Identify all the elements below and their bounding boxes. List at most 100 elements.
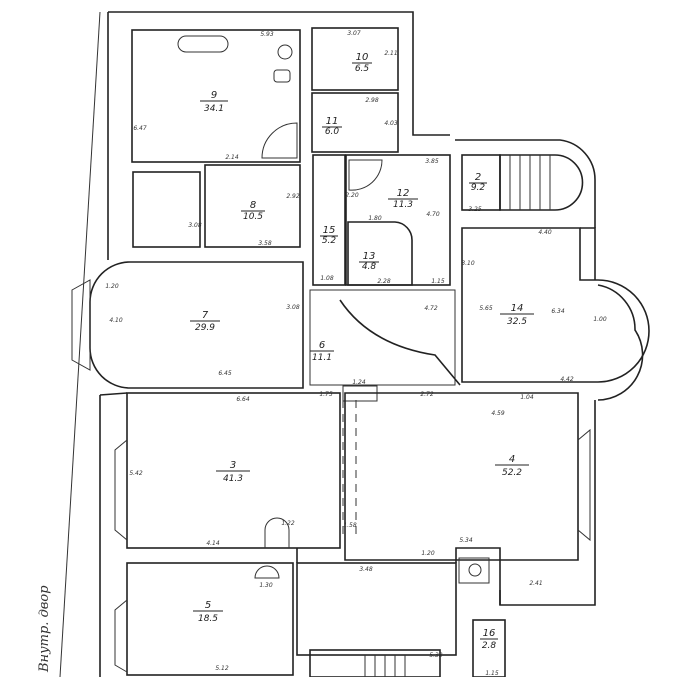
room-area: 32.5 [507,317,527,327]
room-number: 14 [511,303,524,314]
bathtub-icon [177,35,229,53]
room-number: 8 [250,200,256,211]
stove-icon [458,557,490,584]
dimension: 1.20 [421,550,435,557]
dimension: 1.22 [281,520,295,527]
room-number: 7 [202,310,209,321]
room-9 [131,29,301,163]
dimension: 2.41 [529,580,542,587]
sink-icon [277,44,293,60]
dimension: 1.15 [431,278,445,285]
dimension: 1.58 [343,522,357,529]
window-left [114,439,128,541]
room-13 [347,221,413,286]
dimension: 5.33 [429,652,443,659]
dimension: 1.20 [105,283,119,290]
dimension: 1.15 [485,670,499,677]
room-area: 41.3 [223,474,243,484]
dimension: 4.42 [560,376,574,383]
dimension: 2.28 [377,278,391,285]
window-left-lower [114,599,128,673]
room-area: 5.2 [322,236,337,246]
dimension: 4.03 [384,120,398,127]
room-label-fraction-lines [190,62,534,640]
dimension: 1.75 [319,391,333,398]
room-number: 12 [397,188,410,199]
room-8 [204,164,301,248]
bay-window-right [580,227,644,401]
dimension: 5.42 [129,470,143,477]
room-3 [126,392,341,549]
room-number: 15 [323,225,336,236]
room-area: 6.0 [325,127,340,137]
dimension: 3.07 [347,30,361,37]
outer-wall-mid [99,392,596,606]
dimension: 5.12 [215,665,229,672]
room-number: 2 [475,172,481,183]
room-6 [309,289,456,386]
room-area: 52.2 [502,468,522,478]
stove-burner-icon [468,563,482,577]
dimension: 2.72 [420,391,434,398]
room-14 [461,227,650,383]
room-area: 2.8 [482,641,497,651]
site-boundary-line [59,11,101,677]
staircase-upper [499,154,584,211]
dimension: 6.45 [218,370,232,377]
window-right [577,428,591,542]
room-area: 4.8 [362,262,377,272]
shower-icon [261,122,298,159]
dimension: 4.72 [424,305,438,312]
dimension: 2.20 [345,192,359,199]
room-labels: 9 34.1 10 6.5 11 6.0 12 11.3 15 5.2 13 4… [195,52,527,651]
room-number: 10 [356,52,369,63]
dimension: 4.40 [538,229,552,236]
dimension: 6.34 [551,308,565,315]
room-15 [312,154,346,286]
toilet-icon [273,69,291,83]
fireplace-icon [264,517,290,548]
dimension: 2.11 [384,50,397,57]
dimension: 1.80 [368,215,382,222]
room-4 [344,392,579,561]
room-area: 18.5 [198,614,218,624]
room-number: 4 [509,454,515,465]
stair-steps [509,155,551,210]
dimension: 3.08 [286,304,300,311]
dimension: 3.10 [461,260,475,267]
dimension-labels: 5.93 3.07 2.98 4.03 2.11 6.47 2.14 3.58 … [105,30,607,677]
staircase-lower [309,649,441,677]
dimension: 3.25 [468,206,482,213]
bay-window-left [71,279,91,371]
room-closet [132,171,201,248]
stair-steps-lower [364,655,406,677]
dimension: 5.65 [479,305,493,312]
room-number: 9 [211,90,217,101]
dimension: 2.98 [365,97,379,104]
room-area: 9.2 [471,183,486,193]
room-16 [472,619,506,677]
room-hall-lower [296,562,457,656]
outer-wall-top [108,11,450,136]
room-area: 11.1 [312,353,332,363]
dimension: 3.85 [425,158,439,165]
dimension: 6.47 [133,125,147,132]
street-label: Внутр. двор [37,585,52,673]
room-5 [126,562,294,676]
dimension: 5.93 [260,31,274,38]
dimension: 1.30 [259,582,273,589]
room-number: 5 [205,600,211,611]
dimension: 1.08 [320,275,334,282]
dimension: 2.92 [286,193,300,200]
room-area: 10.5 [243,212,263,222]
room-number: 3 [230,460,236,471]
dimension: 3.08 [188,222,202,229]
room-area: 6.5 [355,64,370,74]
room-number: 11 [326,116,339,127]
curved-wall [339,299,461,386]
dimension: 4.14 [206,540,220,547]
room-area: 29.9 [195,323,215,333]
inner-walls [296,547,501,605]
dimension: 1.24 [352,379,366,386]
